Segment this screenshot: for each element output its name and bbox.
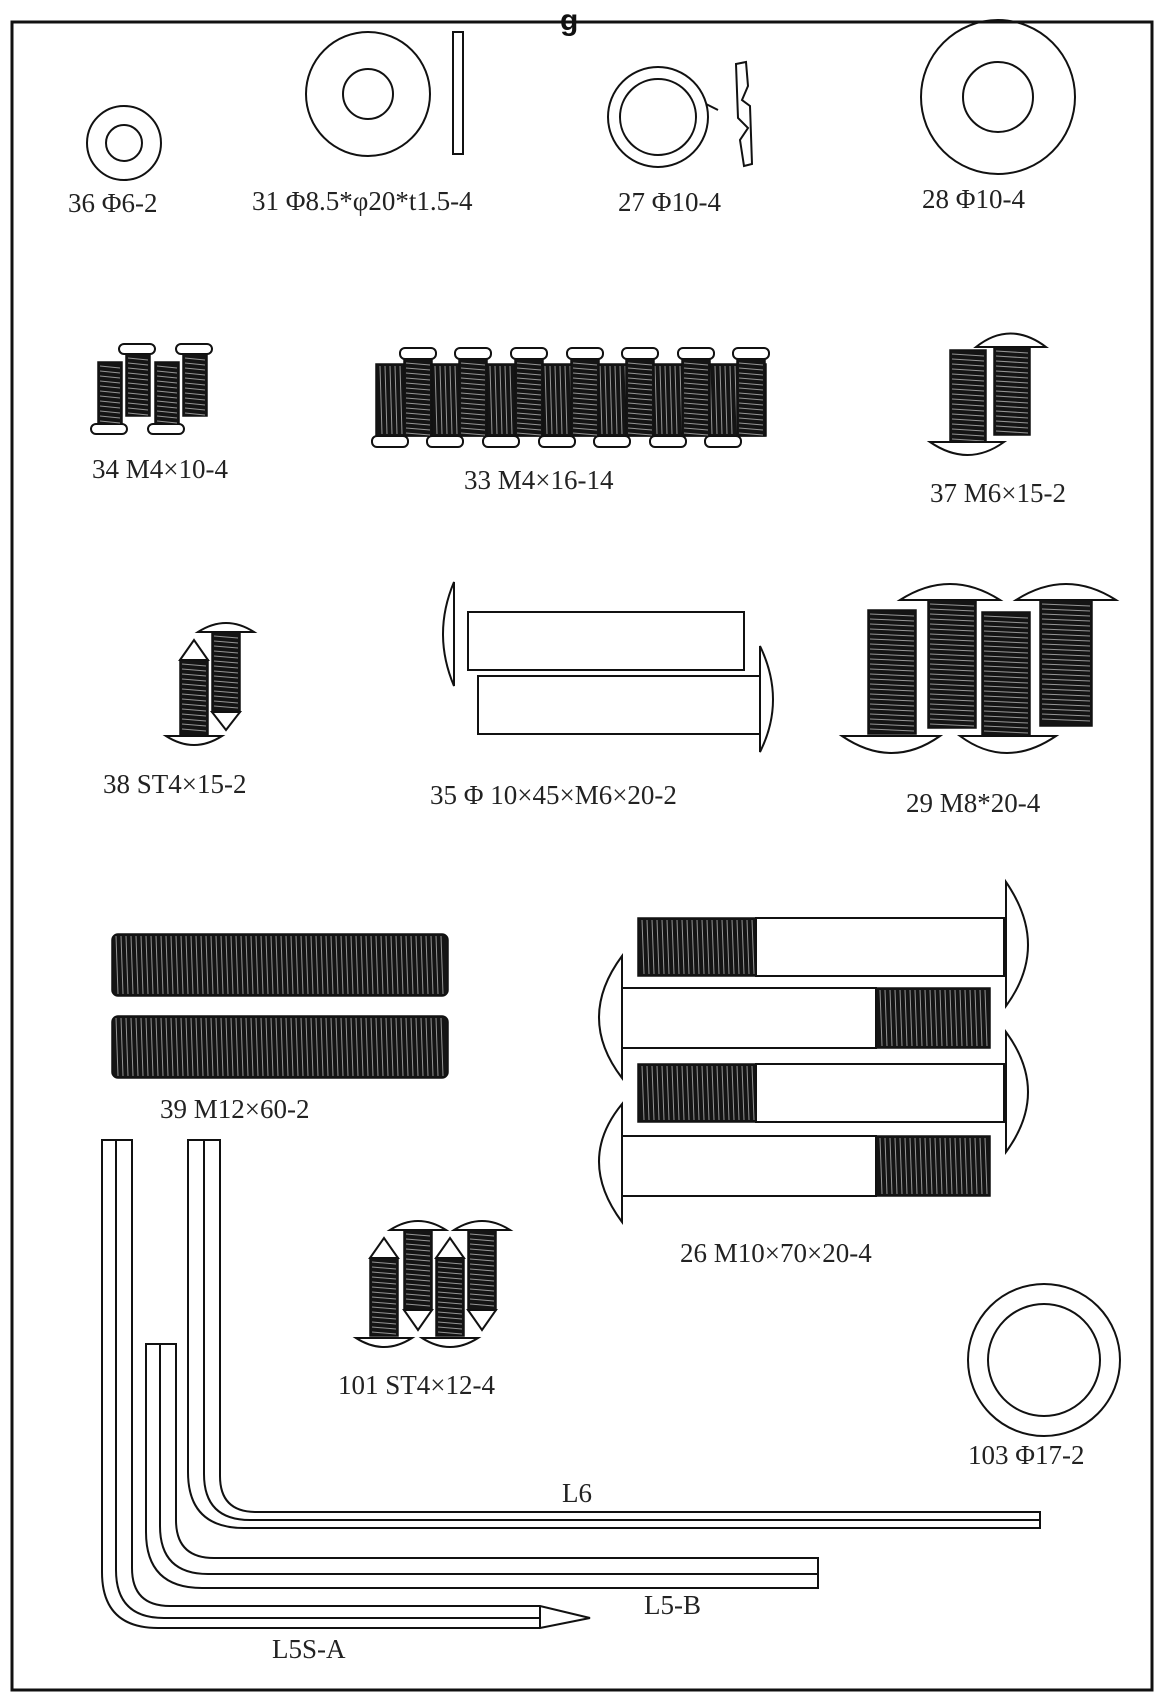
thread-texture [983,615,1029,734]
thread-texture [879,989,988,1047]
washer-31 [305,31,464,157]
washer-103 [967,1283,1121,1437]
washer-28 [920,19,1076,175]
label-l6: L6 [562,1478,592,1508]
screw-34 [90,343,213,435]
washer-36 [86,105,162,181]
threaded-rod-39 [111,933,449,1079]
screw-33 [371,347,770,448]
thread-texture [1041,603,1091,722]
label-l5sa: L5S-A [272,1634,346,1664]
label-part-39: 39 M12×60-2 [160,1094,309,1124]
self-tapping-screw-38 [162,622,258,746]
page-frame [10,20,1154,1692]
label-part-27: 27 Φ10-4 [618,187,721,217]
screw-29 [838,583,1120,754]
label-part-26: 26 M10×70×20-4 [680,1238,872,1268]
thread-texture [181,663,207,732]
thread-texture [469,1233,495,1307]
thread-texture [156,365,178,424]
thread-texture [572,362,598,436]
label-part-31: 31 Φ8.5*φ20*t1.5-4 [252,186,473,216]
screw-37 [926,332,1050,456]
thread-texture [951,353,985,442]
thread-texture [115,1017,444,1077]
bolt-35 [442,581,774,753]
spring-washer-27 [607,60,754,168]
thread-texture [683,362,709,436]
thread-texture [405,362,431,436]
label-l5b: L5-B [644,1590,701,1620]
thread-texture [627,362,653,436]
label-part-28: 28 Φ10-4 [922,184,1025,214]
thread-texture [99,365,121,424]
label-part-37: 37 M6×15-2 [930,478,1066,508]
thread-texture [184,357,206,416]
label-part-36: 36 Φ6-2 [68,188,157,218]
bolt-26 [598,878,1029,1226]
thread-texture [213,635,239,709]
thread-texture [995,350,1029,434]
thread-texture [127,357,149,416]
thread-texture [115,935,444,995]
allen-key-l5b [145,1343,819,1589]
allen-key-l6 [187,1139,1041,1529]
label-part-33: 33 M4×16-14 [464,465,614,495]
thread-texture [869,613,915,732]
thread-texture [460,362,486,436]
thread-texture [641,919,755,975]
label-part-101: 101 ST4×12-4 [338,1370,495,1400]
label-part-103: 103 Φ17-2 [968,1440,1084,1470]
label-part-29: 29 M8*20-4 [906,788,1041,818]
header-fragment: g [560,4,578,37]
label-part-34: 34 M4×10-4 [92,454,228,484]
self-tapping-screw-101 [352,1220,514,1348]
thread-texture [879,1137,988,1195]
allen-key-l5sa [101,1139,591,1629]
thread-texture [405,1233,431,1307]
thread-texture [371,1261,397,1335]
thread-texture [437,1261,463,1335]
label-part-35: 35 Φ 10×45×M6×20-2 [430,780,677,810]
label-part-38: 38 ST4×15-2 [103,769,246,799]
thread-texture [738,362,764,436]
thread-texture [929,603,975,727]
thread-texture [641,1065,755,1121]
thread-texture [516,362,542,436]
